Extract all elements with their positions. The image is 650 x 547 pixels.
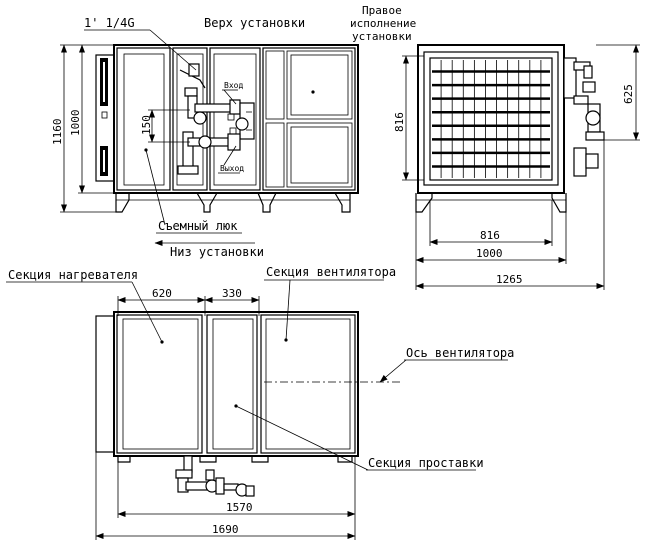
front-fan-upper-door [286, 50, 353, 120]
front-fan-upper-inner [290, 54, 349, 116]
plan-outer-frame [113, 311, 359, 457]
right-version-label-3: установки [352, 30, 412, 43]
hatch-leader [145, 149, 166, 226]
side-leg-right [551, 193, 567, 213]
front-latch [101, 111, 108, 119]
plan-heater-section [116, 314, 203, 454]
front-fan-dot [311, 90, 315, 94]
plan-piping [175, 455, 255, 497]
side-coil-frame [423, 51, 559, 186]
front-left-strip [95, 54, 115, 182]
side-coil [429, 57, 553, 181]
front-spacer-section [172, 47, 208, 191]
inlet-label: Вход [224, 81, 243, 90]
heater-section-label: Секция нагревателя [8, 268, 138, 282]
spacer-section-leader [235, 405, 369, 471]
front-fan-upper-panel [265, 50, 285, 120]
right-version-label-1: Правое [362, 4, 402, 17]
outlet-leader [223, 145, 237, 166]
plan-heater-inner [122, 318, 199, 450]
dim-side-height-body: 816 [393, 112, 406, 132]
front-leg-4 [334, 192, 351, 213]
side-leg-left [415, 193, 433, 213]
side-piping [563, 57, 605, 177]
plan-foot-1 [117, 456, 131, 463]
front-fan-section [262, 47, 356, 191]
side-outer-frame [417, 44, 565, 194]
plan-foot-2 [199, 456, 217, 463]
front-valve-panel [213, 53, 257, 186]
front-view: Вход Выход 150 1' 1/4G Верх установки 11… [51, 16, 359, 259]
inlet-leader [223, 89, 237, 105]
dim-side-width: 1000 [476, 247, 503, 260]
front-leg-3 [257, 192, 277, 213]
dim-plan-total-length: 1690 [212, 523, 239, 536]
dim-side-total-width: 1265 [496, 273, 523, 286]
removable-hatch-label: Съемный люк [158, 219, 238, 233]
front-hinge-bottom-inner [103, 150, 105, 172]
pipe-size-label: 1' 1/4G [84, 16, 135, 30]
side-coil-grid [432, 60, 550, 178]
dim-front-height-body: 1000 [69, 110, 82, 137]
plan-spacer-inner [212, 318, 254, 450]
outlet-label: Выход [220, 164, 244, 173]
dim-side-inner-width: 816 [480, 229, 500, 242]
dim-side-height-upper: 625 [622, 84, 635, 104]
plan-foot-3 [251, 456, 269, 463]
plan-fan-dot [284, 338, 288, 342]
fan-section-leader [285, 279, 291, 341]
fan-axis-leader [379, 359, 407, 383]
front-fan-lower-panel [265, 122, 285, 188]
dim-plan-body-length: 1570 [226, 501, 253, 514]
dim-front-height-total: 1160 [51, 119, 64, 146]
front-hinge-top-inner [103, 62, 105, 102]
plan-left-strip [95, 315, 115, 453]
pipe-size-leader [149, 29, 197, 71]
front-fan-lower-inner [290, 126, 349, 184]
bottom-of-unit-label: Низ установки [170, 245, 264, 259]
plan-fan-section [260, 314, 356, 454]
front-heater-section [116, 47, 171, 191]
side-view: Правое исполнение установки 816 [350, 4, 640, 290]
plan-spacer-section [206, 314, 258, 454]
front-heater-panel [123, 53, 165, 186]
plan-fan-inner [265, 318, 351, 450]
dim-pipe-spacing: 150 [140, 115, 153, 135]
front-leg-1 [115, 193, 130, 213]
spacer-section-label: Секция проставки [368, 456, 484, 470]
front-leg-2 [196, 192, 218, 213]
front-valve-section [209, 47, 261, 191]
plan-foot-4 [337, 456, 353, 463]
plan-heater-dot [160, 340, 164, 344]
top-of-unit-label: Верх установки [204, 16, 305, 30]
dim-plan-spacer-width: 330 [222, 287, 242, 300]
right-version-label-2: исполнение [350, 17, 416, 30]
plan-view: Секция нагревателя Секция вентилятора 62… [6, 265, 514, 540]
dim-plan-heater-width: 620 [152, 287, 172, 300]
fan-axis-label: Ось вентилятора [406, 346, 514, 360]
front-fan-lower-door [286, 122, 353, 188]
front-piping [177, 63, 255, 175]
fan-section-label: Секция вентилятора [266, 265, 396, 279]
